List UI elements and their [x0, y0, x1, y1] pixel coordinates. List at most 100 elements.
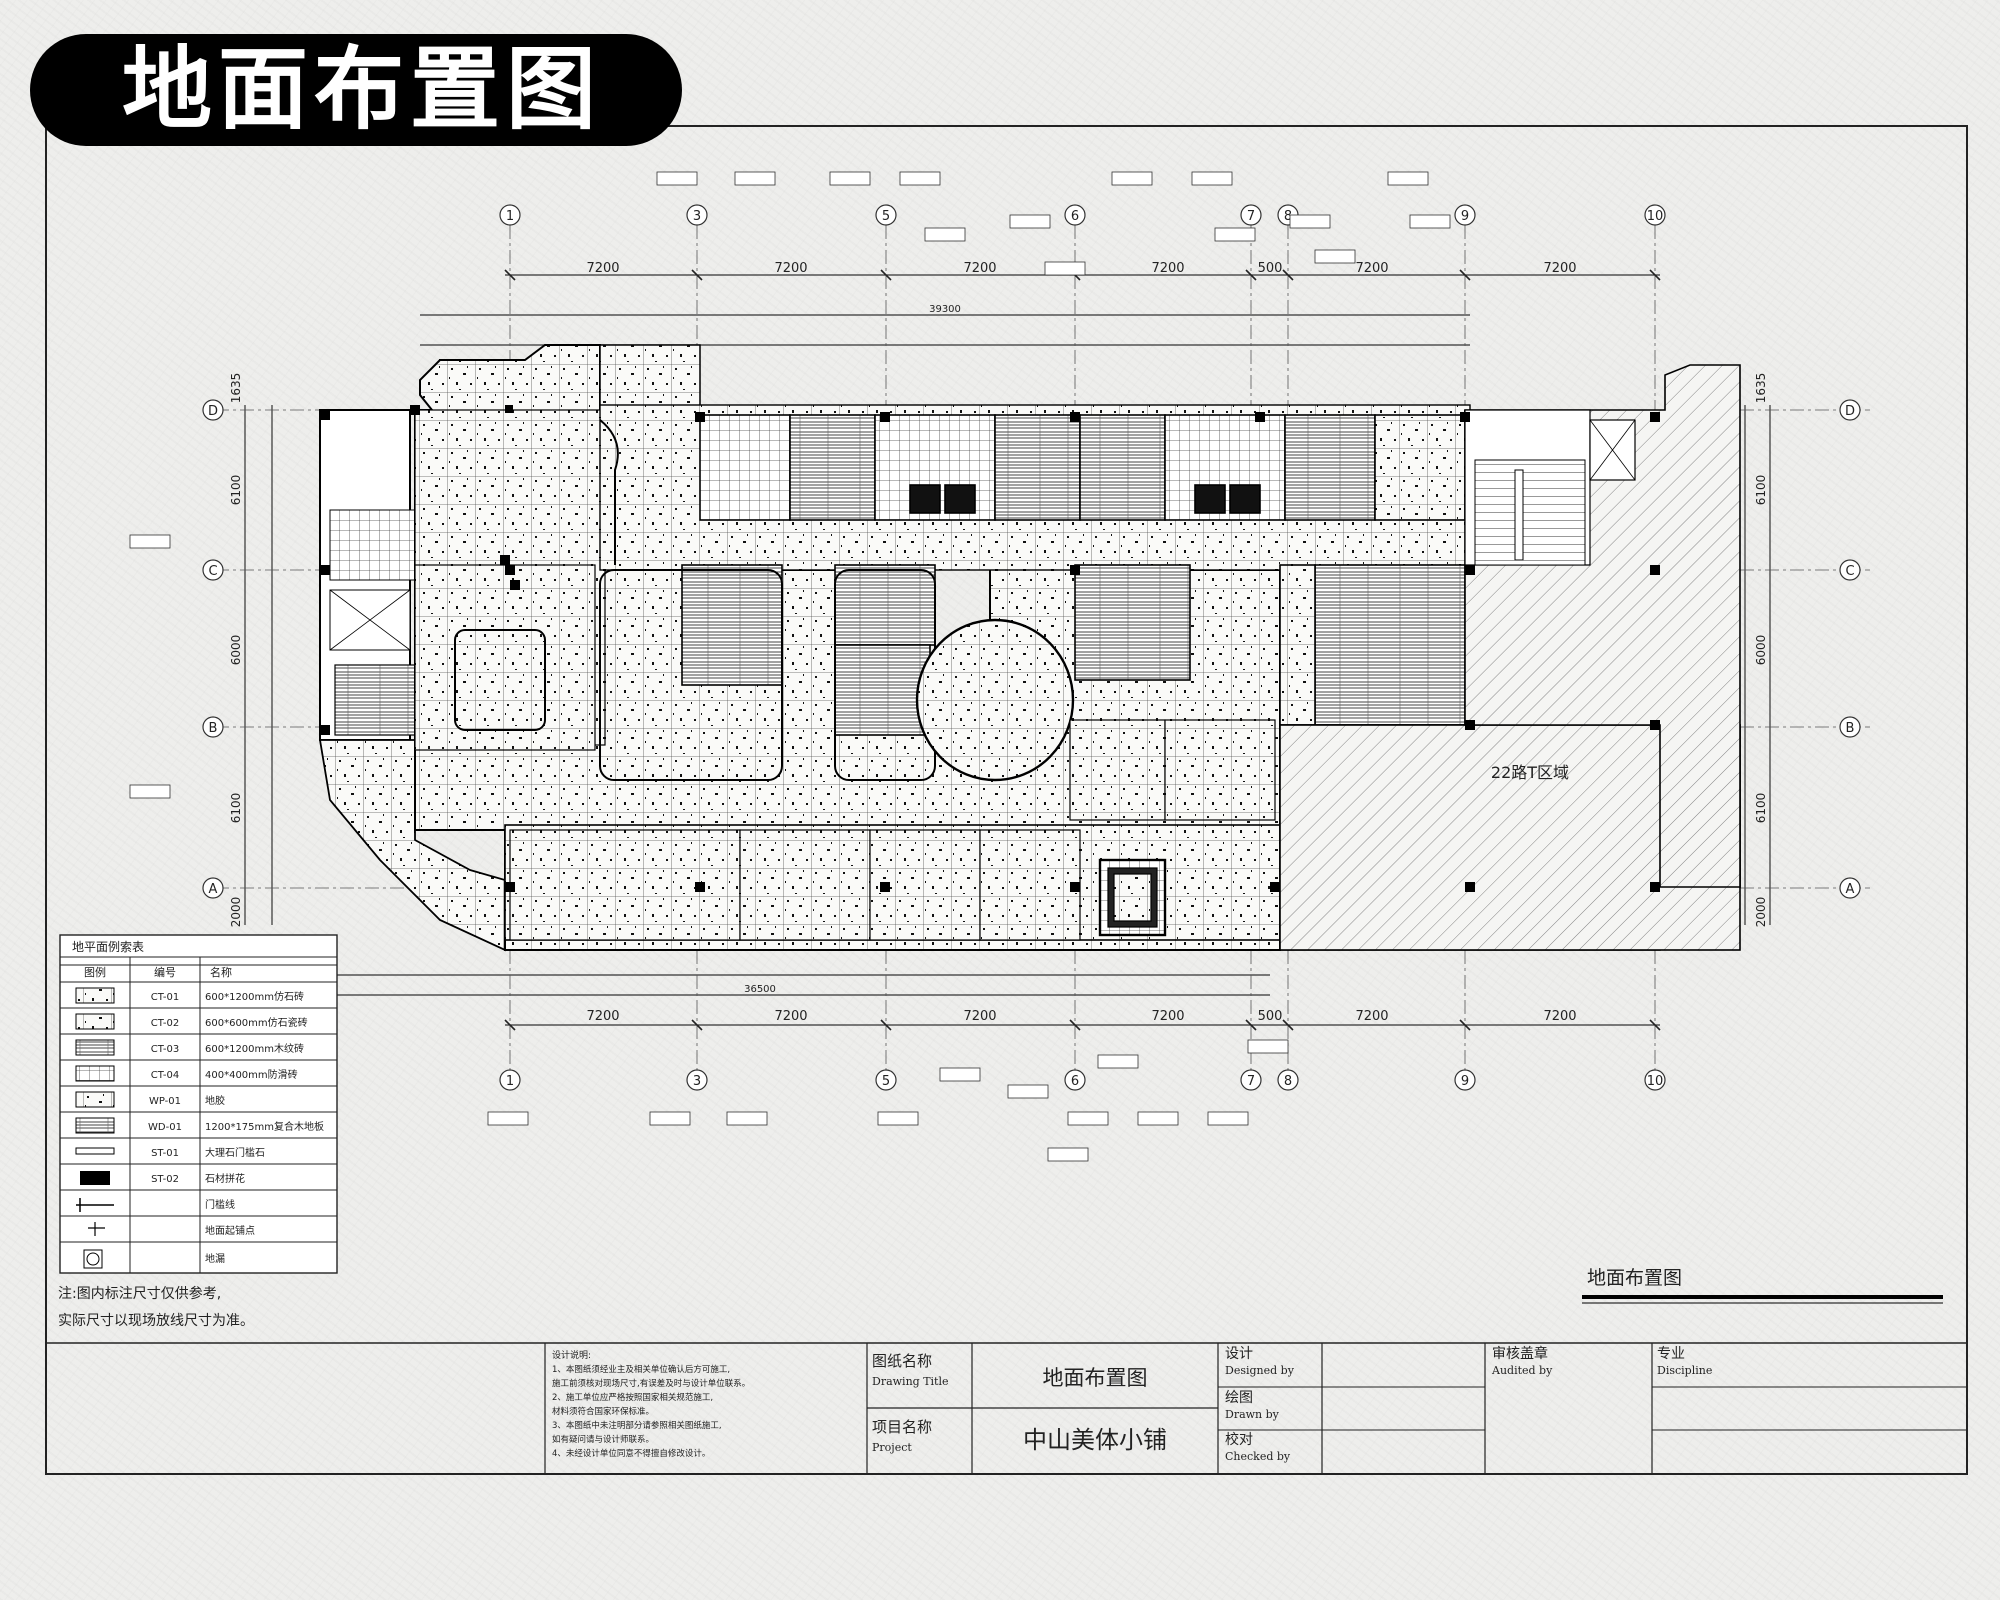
row-dim: 6000 [1754, 635, 1768, 666]
notes-line: 材料须符合国家环保标准。 [552, 1406, 654, 1417]
notes-line: 施工前须核对现场尺寸,有误差及时与设计单位联系。 [552, 1378, 750, 1389]
axis-label: 3 [693, 209, 701, 224]
legend-name: 400*400mm防滑砖 [205, 1068, 298, 1081]
notes-line: 4、未经设计单位同意不得擅自修改设计。 [552, 1448, 710, 1459]
total-dimension: 36500 [744, 984, 776, 995]
legend-table: 地平面例索表 图例 编号 名称 CT-01 CT-02 CT-03 CT-04 … [59, 934, 338, 1274]
drawn-label: 绘图 [1225, 1390, 1253, 1406]
legend-name: 地漏 [205, 1252, 225, 1265]
project-value: 中山美体小铺 [1023, 1426, 1167, 1454]
drawing-title-value: 地面布置图 [1043, 1366, 1148, 1390]
row-axis-labels: D C B A D C B A [208, 404, 1855, 897]
axis-label: 7 [1247, 209, 1255, 224]
legend-name: 1200*175mm复合木地板 [205, 1120, 324, 1133]
legend-header: 编号 [154, 965, 176, 979]
area-label: 22路T区域 [1491, 763, 1569, 782]
legend-header: 图例 [84, 965, 106, 979]
axis-label: 6 [1071, 1074, 1079, 1089]
checked-label: 校对 [1225, 1431, 1253, 1448]
axis-label: C [208, 564, 217, 579]
bottom-span-labels: 7200 7200 7200 7200 500 7200 7200 36500 [586, 984, 1576, 1024]
row-dimension-labels: 1635 6100 6000 6100 2000 1635 6100 6000 … [229, 373, 1768, 928]
drawn-en: Drawn by [1225, 1408, 1280, 1421]
span-label: 500 [1258, 261, 1283, 276]
span-label: 7200 [1543, 261, 1576, 276]
axis-label: 7 [1247, 1074, 1255, 1089]
axis-label: D [1845, 404, 1855, 419]
designed-en: Designed by [1225, 1364, 1295, 1377]
axis-label: 9 [1461, 1074, 1469, 1089]
row-dim: 6100 [1754, 793, 1768, 824]
legend-header: 名称 [210, 965, 232, 979]
legend-code: CT-04 [151, 1070, 180, 1081]
legend-code: ST-01 [151, 1148, 179, 1159]
plan-outline [318, 409, 506, 952]
legend-note: 注:图内标注尺寸仅供参考, [58, 1285, 221, 1302]
axis-label: 5 [882, 1074, 890, 1089]
row-dim: 1635 [229, 373, 243, 404]
axis-label: D [208, 404, 218, 419]
notes-line: 2、施工单位应严格按照国家相关规范施工, [552, 1392, 713, 1403]
axis-label: B [1846, 721, 1855, 736]
discipline-label: 专业 [1657, 1346, 1685, 1362]
legend-note: 实际尺寸以现场放线尺寸为准。 [58, 1313, 254, 1329]
audit-label: 审核盖章 [1492, 1345, 1548, 1362]
project-en: Project [872, 1441, 912, 1454]
span-label: 7200 [586, 261, 619, 276]
legend-name: 600*1200mm仿石砖 [205, 990, 304, 1003]
axis-label: 1 [506, 209, 514, 224]
lower-rooms [509, 719, 1276, 941]
drawing-sheet-frame [45, 125, 1968, 1475]
notes-line: 如有疑问请与设计师联系。 [552, 1434, 654, 1445]
axis-label: 10 [1647, 1074, 1664, 1089]
axis-label: 6 [1071, 209, 1079, 224]
axis-label: 8 [1284, 209, 1292, 224]
column-axis-labels: 1 3 5 6 7 8 9 10 1 3 5 6 7 8 9 10 [506, 209, 1663, 1089]
audit-en: Audited by [1491, 1364, 1553, 1377]
axis-label: 3 [693, 1074, 701, 1089]
row-axis-bubbles [202, 399, 1861, 899]
total-dimension: 39300 [929, 304, 961, 315]
span-label: 500 [1258, 1009, 1283, 1024]
discipline-en: Discipline [1657, 1364, 1712, 1377]
notes-line: 3、本图纸中未注明部分请参照相关图纸施工, [552, 1420, 722, 1431]
row-dim: 2000 [229, 897, 243, 928]
legend-code: CT-03 [151, 1044, 180, 1055]
span-label: 7200 [963, 1009, 996, 1024]
title-block: 设计说明: 1、本图纸须经业主及相关单位确认后方可施工, 施工前须核对现场尺寸,… [45, 1342, 1968, 1475]
axis-label: B [209, 721, 218, 736]
span-label: 7200 [1151, 261, 1184, 276]
legend-title: 地平面例索表 [72, 940, 144, 954]
rounded-rooms [454, 419, 936, 781]
axis-label: C [1845, 564, 1854, 579]
axis-label: 1 [506, 1074, 514, 1089]
span-label: 7200 [1151, 1009, 1184, 1024]
row-dim: 6100 [1754, 475, 1768, 506]
row-dim: 2000 [1754, 897, 1768, 928]
legend-name: 石材拼花 [205, 1172, 245, 1185]
legend-name: 地面起铺点 [205, 1224, 255, 1237]
wood-floor-rooms [681, 414, 1466, 736]
span-label: 7200 [963, 261, 996, 276]
span-label: 7200 [1543, 1009, 1576, 1024]
legend-code: WP-01 [149, 1096, 181, 1107]
legend-name: 600*1200mm木纹砖 [205, 1042, 304, 1055]
column-axis-bubbles [499, 204, 1666, 1091]
legend-name: 地胶 [205, 1094, 225, 1107]
row-dim: 1635 [1754, 373, 1768, 404]
legend-name: 门槛线 [205, 1198, 235, 1211]
top-span-labels: 7200 7200 7200 7200 500 7200 7200 39300 [586, 261, 1576, 315]
row-dim: 6100 [229, 793, 243, 824]
span-label: 7200 [774, 261, 807, 276]
notes-line: 1、本图纸须经业主及相关单位确认后方可施工, [552, 1364, 730, 1375]
drawing-title-en: Drawing Title [872, 1375, 949, 1388]
sheet-title: 地面布置图 [1587, 1267, 1682, 1289]
drawing-title-label: 图纸名称 [872, 1352, 932, 1370]
row-dim: 6100 [229, 475, 243, 506]
axis-label: 5 [882, 209, 890, 224]
axis-label: A [1846, 882, 1855, 897]
notes-heading: 设计说明: [552, 1349, 591, 1361]
checked-en: Checked by [1225, 1450, 1291, 1463]
page-title-banner: 地面布置图 [30, 34, 682, 146]
